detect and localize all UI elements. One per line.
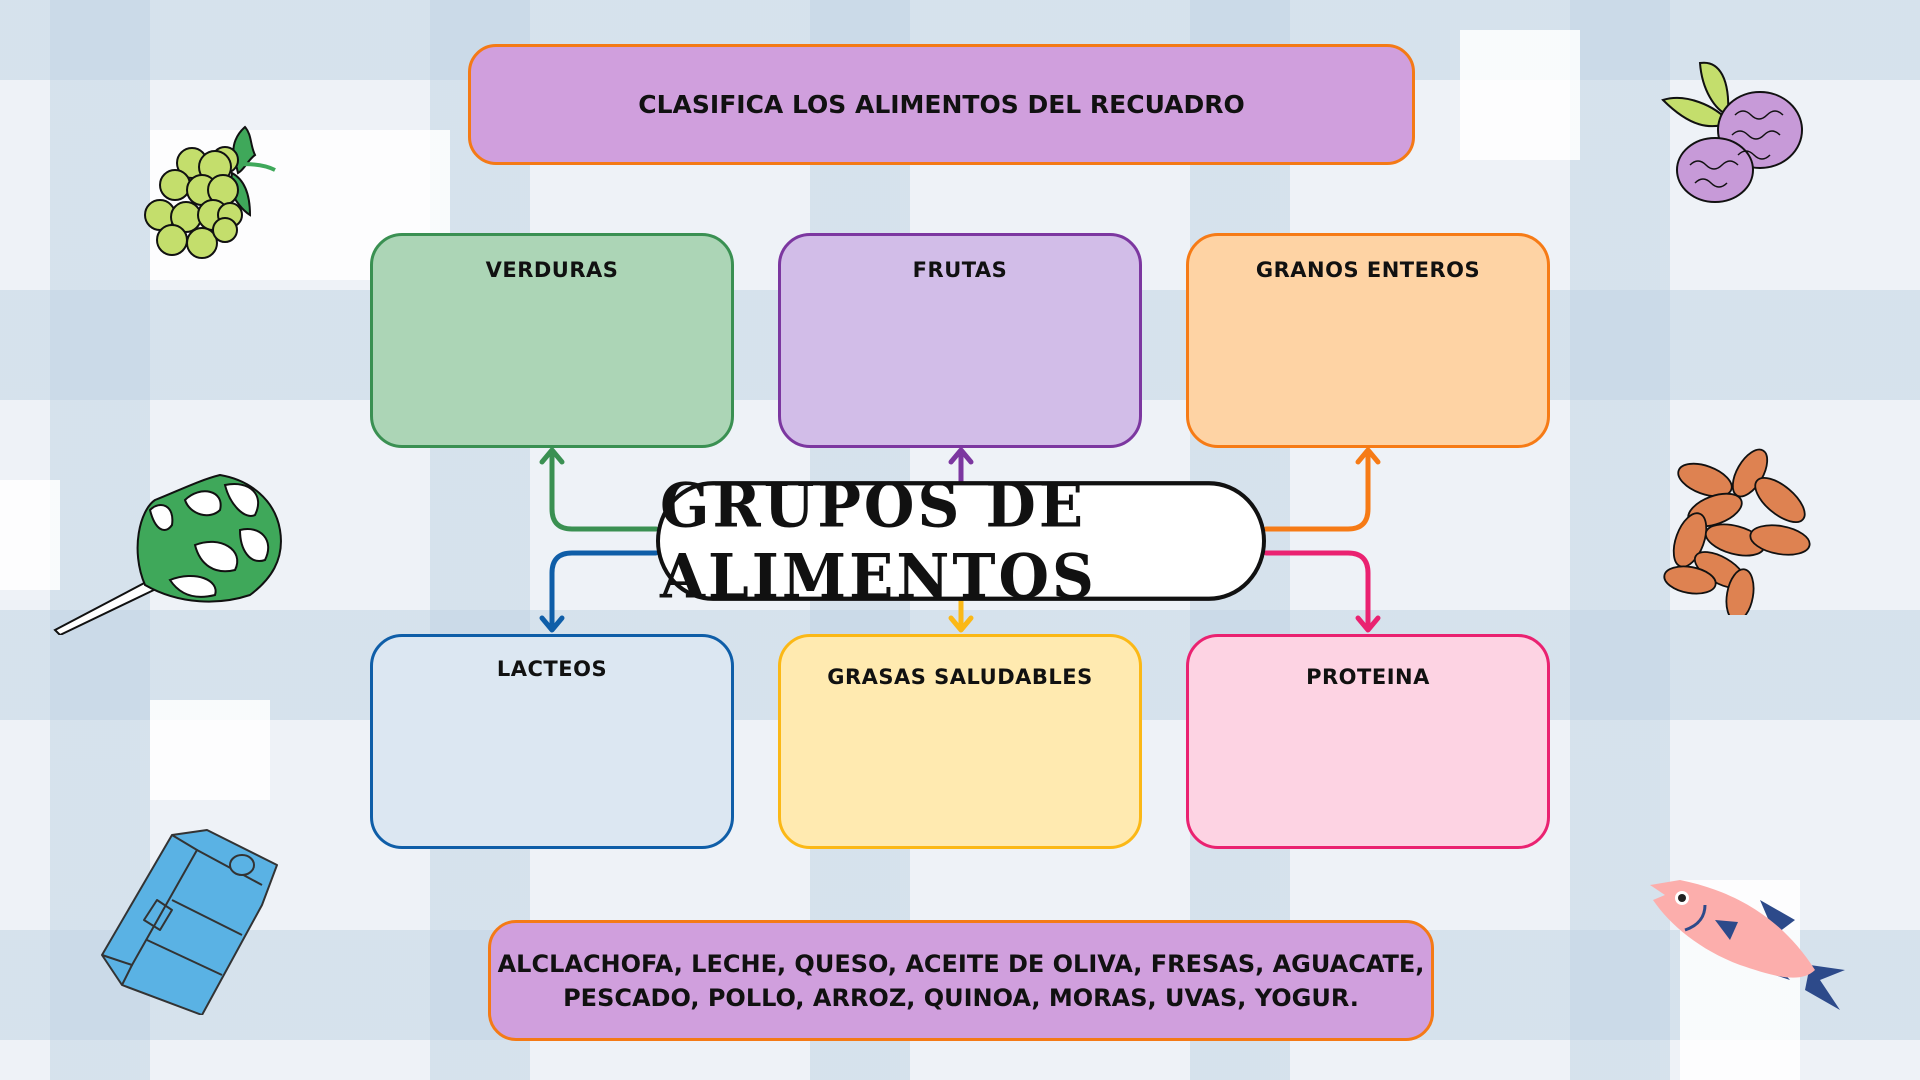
group-box-grasas-saludables: GRASAS SALUDABLES xyxy=(778,634,1142,849)
group-box-frutas: FRUTAS xyxy=(778,233,1142,448)
lettuce-icon xyxy=(53,473,282,635)
group-label: GRASAS SALUDABLES xyxy=(827,665,1093,689)
beans-icon xyxy=(1663,448,1811,615)
group-label: GRANOS ENTEROS xyxy=(1255,258,1481,282)
food-list-line-2: PESCADO, POLLO, ARROZ, QUINOA, MORAS, UV… xyxy=(563,983,1359,1012)
central-title: GRUPOS DE ALIMENTOS xyxy=(660,469,1097,613)
grapes-icon xyxy=(144,125,276,259)
group-box-verduras: VERDURAS xyxy=(370,233,734,448)
background-patch xyxy=(150,700,270,800)
group-label: LACTEOS xyxy=(496,657,608,681)
group-label: FRUTAS xyxy=(912,258,1008,282)
food-list-banner: ALCLACHOFA, LECHE, QUESO, ACEITE DE OLIV… xyxy=(488,920,1434,1041)
instruction-text: CLASIFICA LOS ALIMENTOS DEL RECUADRO xyxy=(638,90,1245,119)
fish-icon xyxy=(1650,880,1845,1010)
background-patch xyxy=(0,480,60,590)
instruction-banner: CLASIFICA LOS ALIMENTOS DEL RECUADRO xyxy=(468,44,1415,165)
background-patch xyxy=(1460,30,1580,160)
group-box-granos-enteros: GRANOS ENTEROS xyxy=(1186,233,1550,448)
group-box-proteina: PROTEINA xyxy=(1186,634,1550,849)
blackberries-icon xyxy=(1661,61,1803,203)
central-topic: GRUPOS DE ALIMENTOS xyxy=(656,470,1266,612)
group-label: VERDURAS xyxy=(485,258,619,282)
group-label: PROTEINA xyxy=(1306,665,1430,689)
milk-carton-icon xyxy=(101,829,278,1015)
group-box-lacteos: LACTEOS xyxy=(370,634,734,849)
food-list-line-1: ALCLACHOFA, LECHE, QUESO, ACEITE DE OLIV… xyxy=(497,949,1425,978)
